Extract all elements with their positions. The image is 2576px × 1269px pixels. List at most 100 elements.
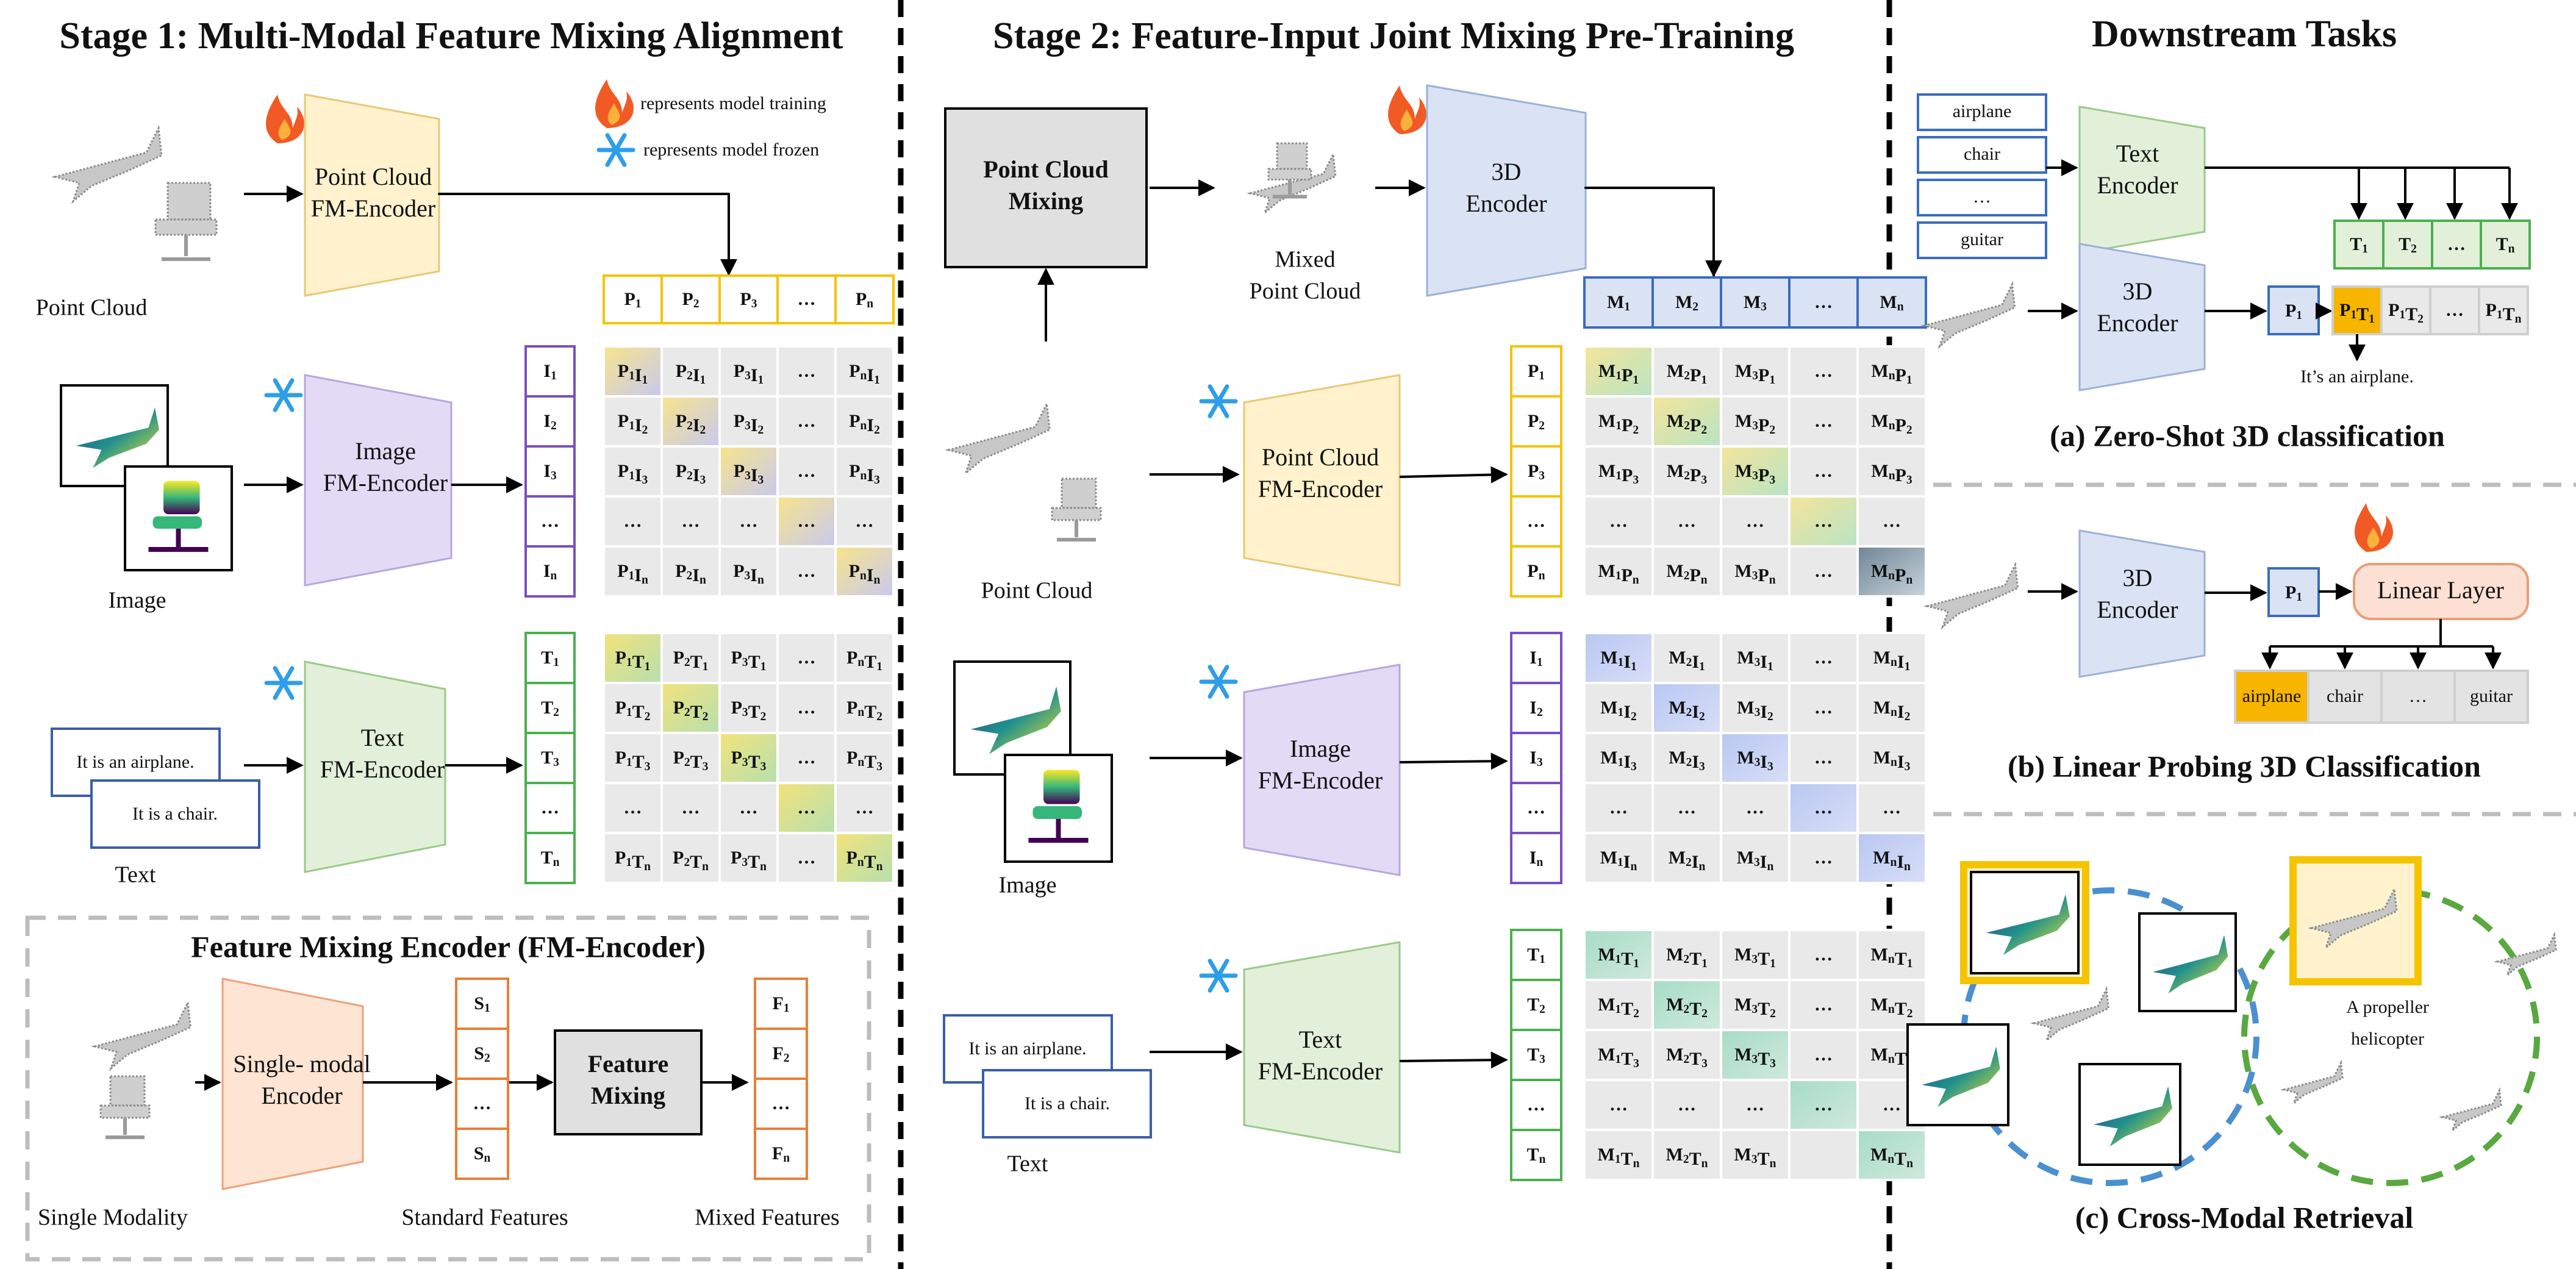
fire-core-icon <box>278 119 291 140</box>
snowflake-icon <box>273 378 295 412</box>
stage2-mi-matrix-cell-label: … <box>1814 648 1833 668</box>
stage2-img-encoder-line: FM-Encoder <box>1258 767 1383 794</box>
stage1-pt-matrix-cell <box>603 782 663 834</box>
ds-pt-row-cell-label: … <box>2445 300 2464 320</box>
stage2-mi-matrix-cell-label: M1In <box>1600 848 1637 874</box>
stage2-mt-matrix-cell-label: … <box>1814 1045 1833 1065</box>
stage2-mp-matrix-cell <box>1651 545 1722 598</box>
stage2-mt-matrix-cell-label: … <box>1609 1095 1628 1115</box>
airplane-icon <box>1986 894 2070 956</box>
stage1-pi-matrix-cell <box>603 345 663 398</box>
ds-pt-row-cell-label: P1T2 <box>2388 300 2424 326</box>
stage1-pt-matrix-cell-label: … <box>798 698 816 718</box>
stage2-mp-matrix-cell <box>1720 445 1791 498</box>
stage2-mp-matrix-cell <box>1788 545 1859 598</box>
stage2-mt-matrix-cell <box>1856 1129 1927 1181</box>
stage2-i-col-cell <box>1510 832 1562 884</box>
arrow-s2-txt-to-tcol <box>1399 1051 1508 1069</box>
stage1-pi-matrix-cell <box>834 345 895 398</box>
stage1-text-label: Text <box>115 862 156 888</box>
probe-class-label: guitar <box>2470 686 2513 706</box>
stage2-mi-matrix-cell-label: M2I3 <box>1669 748 1705 774</box>
ds-pt-row-cell <box>2478 285 2529 335</box>
retrieval-text-line: helicopter <box>2351 1029 2424 1049</box>
ds-text-encoder-line: Text <box>2116 140 2159 167</box>
fm-s-col-cell-label: … <box>473 1093 492 1114</box>
stage2-txt-encoder-line: Text <box>1299 1026 1342 1053</box>
stage2-mt-matrix-cell-label: M3T1 <box>1734 945 1776 971</box>
point-cloud-airplane-icon <box>1923 561 2019 630</box>
stage1-pt-matrix-cell-label: PnT3 <box>846 748 882 774</box>
stage2-i-col-cell-label: I2 <box>1530 698 1542 720</box>
stage2-t-col-cell-label: T1 <box>1527 945 1545 967</box>
stage1-pi-matrix-cell-label: … <box>682 511 700 531</box>
stage2-title: Stage 2: Feature-Input Joint Mixing Pre-… <box>993 15 1794 57</box>
stage2-t-col-cell-label: T2 <box>1527 995 1545 1017</box>
stage1-pi-matrix-cell-label: P2I1 <box>676 361 706 387</box>
fm-encoder-frame <box>25 915 871 1262</box>
stage2-3d-encoder-line: 3D <box>1492 158 1522 185</box>
stage2-mp-matrix-cell-label: … <box>1814 361 1833 381</box>
point-cloud-airplane-icon <box>2494 931 2557 978</box>
stage1-pi-matrix-cell <box>776 545 837 598</box>
legend-snow <box>596 133 635 167</box>
class-label: airplane <box>1953 101 2012 121</box>
stage2-mp-matrix-cell-label: … <box>1814 461 1833 481</box>
fm-s-col-cell <box>455 1128 509 1180</box>
stage2-mi-matrix-cell-label: … <box>1678 798 1696 818</box>
retrieval-pc-result-1 <box>2494 931 2557 978</box>
chair-icon <box>163 481 200 515</box>
retrieval-text-line: A propeller <box>2346 997 2429 1017</box>
stage2-mp-matrix-cell <box>1720 545 1791 598</box>
stage1-pi-matrix-cell-label: P1I3 <box>618 461 648 487</box>
stage2-mi-matrix-cell-label: … <box>1814 798 1833 818</box>
fm-standard-features: Standard Features <box>401 1205 568 1231</box>
ds-pt-row-cell-label: P1T1 <box>2339 300 2375 326</box>
stage2-mt-matrix-cell-label: M2Tn <box>1666 1145 1708 1171</box>
stage1-p-row-cell-label: P2 <box>682 289 699 311</box>
stage2-m-row-cell <box>1788 276 1859 329</box>
stage2-mp-matrix-cell-label: M3P2 <box>1735 411 1775 437</box>
stage1-pi-matrix-cell-label: … <box>798 511 816 531</box>
stage2-mt-matrix-cell <box>1651 979 1722 1031</box>
stage1-t-col-cell <box>524 682 576 734</box>
stage1-i-col-cell-label: I1 <box>543 361 556 383</box>
linear-layer-label: Linear Layer <box>2377 576 2504 604</box>
snowflake-icon <box>273 666 295 700</box>
airplane-icon <box>970 686 1061 754</box>
stage2-m-row-cell <box>1651 276 1722 329</box>
stage2-mp-matrix-cell <box>1788 395 1859 448</box>
stage1-pt-matrix-cell-label: P2T3 <box>673 748 709 774</box>
retrieval-helicopter-pc <box>2308 885 2398 951</box>
downstream-panel: Downstream Tasksairplanechair…guitarText… <box>1906 13 2557 1234</box>
fire-icon <box>2355 503 2393 552</box>
stage1-txt-encoder-line: FM-Encoder <box>320 756 445 783</box>
stage1-pi-matrix-cell-label: P2I2 <box>676 411 706 437</box>
stage1-pt-matrix-cell-label: PnT2 <box>846 698 882 724</box>
stage1-pt-matrix-cell <box>776 682 837 734</box>
text-sample-2-box <box>90 779 260 849</box>
fire-core-icon <box>607 104 620 125</box>
stage2-mi-matrix-cell <box>1583 632 1654 684</box>
stage2-mt-matrix-cell-label: M3T3 <box>1734 1045 1776 1071</box>
fm-single-encoder <box>221 978 364 1190</box>
stage2-point-cloud-label: Point Cloud <box>981 578 1093 604</box>
stage2-p-col-cell-label: P1 <box>1528 361 1545 383</box>
stage1-pi-matrix-cell-label: P2In <box>675 561 706 587</box>
stage2-txt-snow <box>1199 959 1238 993</box>
stage2-mi-matrix-cell-label: M3I1 <box>1737 648 1773 674</box>
downstream-title: Downstream Tasks <box>2092 13 2397 55</box>
legend-frozen: represents model frozen <box>643 140 819 160</box>
stage1-pi-matrix-cell <box>718 395 779 448</box>
fm-f-col-cell-label: F1 <box>772 993 789 1015</box>
stage2-mp-matrix-cell <box>1583 445 1654 498</box>
point-cloud-chair-icon <box>1061 477 1097 509</box>
fm-f-col-cell-label: … <box>772 1093 790 1114</box>
